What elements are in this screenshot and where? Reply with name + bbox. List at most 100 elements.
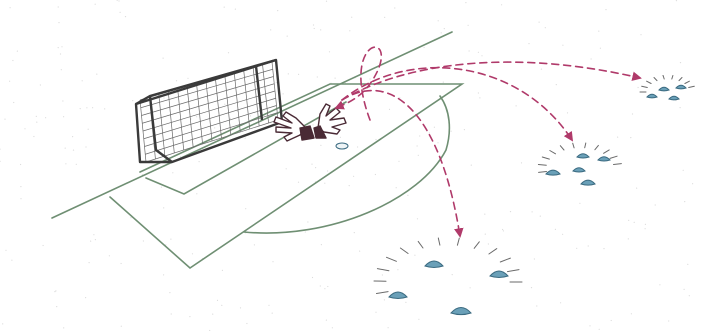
paper-speckle [312, 277, 313, 278]
paper-speckle [17, 51, 18, 52]
paper-speckle [73, 150, 74, 151]
paper-speckle [54, 291, 55, 292]
paper-speckle [246, 323, 247, 324]
paper-speckle [283, 93, 284, 94]
paper-speckle [375, 139, 376, 140]
ball-icon [336, 143, 348, 149]
paper-speckle [429, 132, 430, 133]
paper-speckle [95, 4, 96, 5]
sparkle-line [508, 270, 520, 272]
paper-speckle [36, 122, 37, 123]
paper-speckle [245, 138, 246, 139]
paper-speckle [65, 163, 66, 164]
paper-speckle [659, 284, 660, 285]
paper-speckle [86, 107, 87, 108]
sparkle-line [560, 146, 564, 150]
paper-speckle [82, 80, 83, 81]
paper-speckle [288, 73, 289, 74]
paper-speckle [56, 306, 57, 307]
paper-speckle [638, 87, 639, 88]
paper-speckle [684, 201, 685, 202]
paper-speckle [531, 287, 532, 288]
paper-speckle [611, 320, 612, 321]
paper-speckle [628, 220, 629, 221]
target-group-middle-right [538, 143, 621, 185]
paper-speckle [438, 20, 439, 21]
paper-speckle [224, 7, 225, 8]
paper-speckle [192, 253, 193, 254]
paper-speckle [5, 250, 6, 251]
paper-speckle [545, 27, 546, 28]
cone-marker-icon [573, 168, 585, 172]
paper-speckle [541, 69, 542, 70]
paper-speckle [63, 327, 64, 328]
paper-speckle [359, 251, 360, 252]
sparkle-line [573, 143, 574, 148]
paper-speckle [540, 216, 541, 217]
paper-speckle [340, 137, 341, 138]
paper-texture [0, 0, 693, 331]
paper-speckle [196, 193, 197, 194]
paper-speckle [485, 234, 486, 235]
paper-speckle [326, 1, 327, 2]
sparkle-line [610, 156, 617, 158]
paper-speckle [221, 305, 222, 306]
arrow-to-far-right-target [342, 62, 640, 100]
paper-speckle [214, 127, 215, 128]
paper-speckle [245, 208, 246, 209]
paper-speckle [636, 188, 637, 189]
paper-speckle [468, 25, 469, 26]
left-glove-icon [274, 112, 314, 141]
paper-speckle [169, 292, 170, 293]
paper-speckle [571, 136, 572, 137]
paper-speckle [539, 22, 540, 23]
paper-speckle [268, 305, 269, 306]
paper-speckle [170, 239, 171, 240]
paper-speckle [314, 28, 315, 29]
paper-speckle [418, 319, 419, 320]
sparkle-line [538, 165, 546, 166]
paper-speckle [109, 255, 110, 256]
paper-speckle [90, 241, 91, 242]
paper-speckle [163, 58, 164, 59]
sparkle-line [689, 86, 695, 87]
paper-speckle [85, 297, 86, 298]
paper-speckle [375, 312, 376, 313]
paper-speckle [479, 97, 480, 98]
paper-speckle [58, 22, 59, 23]
paper-speckle [305, 231, 306, 232]
paper-speckle [353, 176, 354, 177]
sparkle-line [614, 164, 622, 165]
paper-speckle [287, 36, 288, 37]
paper-speckle [562, 234, 563, 235]
paper-speckle [452, 274, 453, 275]
arrow-to-middle-right-target [342, 68, 572, 140]
paper-speckle [628, 238, 629, 239]
paper-speckle [417, 145, 418, 146]
paper-speckle [683, 170, 684, 171]
paper-speckle [121, 326, 122, 327]
sparkle-line [542, 157, 549, 159]
paper-speckle [617, 137, 618, 138]
paper-speckle [311, 164, 312, 165]
paper-speckle [536, 305, 537, 306]
paper-speckle [320, 285, 321, 286]
paper-speckle [12, 60, 13, 61]
paper-speckle [320, 145, 321, 146]
paper-speckle [634, 222, 635, 223]
paper-speckle [61, 46, 62, 47]
sparkle-line [377, 269, 389, 271]
paper-speckle [503, 230, 504, 231]
paper-speckle [640, 34, 641, 35]
paper-speckle [36, 116, 37, 117]
paper-speckle [272, 261, 273, 262]
paper-speckle [62, 100, 63, 101]
sparkle-line [585, 143, 586, 148]
paper-speckle [521, 162, 522, 163]
sparkle-line [647, 81, 652, 83]
paper-speckle [488, 243, 489, 244]
paper-speckle [502, 229, 503, 230]
paper-speckle [588, 245, 589, 246]
paper-speckle [579, 203, 580, 204]
